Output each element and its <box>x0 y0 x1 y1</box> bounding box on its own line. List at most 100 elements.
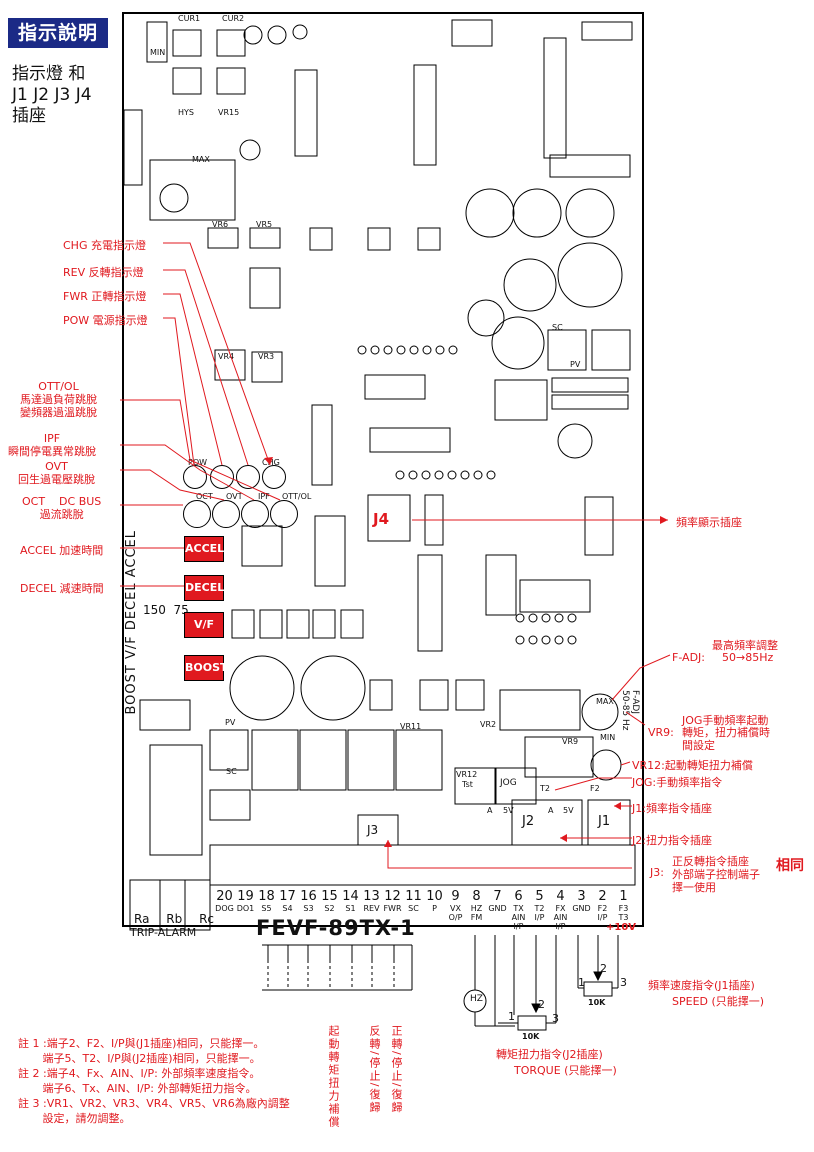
callout-ott: OTT/OL 馬達過負荷跳脫 變頻器過溫跳脫 <box>20 380 97 419</box>
terminal-number: 2 <box>598 889 607 904</box>
label-t2: T2 <box>540 784 550 793</box>
torque-pin-1: 1 <box>508 1010 515 1023</box>
terminal-signal: S3 <box>303 904 314 913</box>
callout-fadj-range: 50→85Hz <box>722 651 774 664</box>
terminal-signal: REV <box>363 904 380 913</box>
terminal-signal: S2 <box>324 904 335 913</box>
terminal-number: 15 <box>321 889 338 904</box>
label-5v-2: 5V <box>563 806 574 815</box>
terminal-signal: GND <box>488 904 507 913</box>
page-subtitle: 指示燈 和 J1 J2 J3 J4 插座 <box>12 64 92 126</box>
label-jog: JOG <box>500 778 517 788</box>
hz-meter: HZ <box>470 994 483 1004</box>
terminal-number: 5 <box>535 889 544 904</box>
terminal-signal: FWR <box>383 904 402 913</box>
speed-pin-1: 1 <box>578 976 585 989</box>
terminal-number: 3 <box>577 889 586 904</box>
terminal-signal: FX AIN I/P <box>553 904 568 931</box>
term-ra: Ra <box>134 912 150 926</box>
label-j4: J4 <box>373 510 390 528</box>
terminal-signal: P <box>432 904 437 913</box>
term-rb: Rb <box>166 912 183 926</box>
led-ipf <box>241 500 269 528</box>
callout-vr9-desc: 轉矩，扭力補償時 間設定 <box>682 726 770 752</box>
footnote-1b: 端子5、T2、I/P與(J2插座)相同，只能擇一。 <box>18 1052 261 1065</box>
label-fadj-vertical: F-ADJ 50-85 Hz <box>620 690 640 731</box>
callout-fadj: F-ADJ: <box>672 651 705 664</box>
terminal-signal: T2 I/P <box>534 904 545 922</box>
trip-alarm-terms: Ra Rb Rc <box>134 912 214 926</box>
accel-trimmer[interactable]: ACCEL <box>184 536 224 562</box>
label-sc: SC <box>552 323 563 332</box>
label-j2: J2 <box>522 814 535 829</box>
label-hys: HYS <box>178 108 194 117</box>
led-ovt <box>212 500 240 528</box>
label-vr9: VR9 <box>562 737 579 746</box>
label-5v: 5V <box>503 806 514 815</box>
label-cur2: CUR2 <box>222 14 245 23</box>
label-pv: PV <box>570 360 581 369</box>
callout-ovt: OVT 回生過電壓跳脫 <box>18 460 95 486</box>
led-chg <box>262 465 286 489</box>
led-ovt-label: OVT <box>226 492 243 501</box>
decel-trimmer[interactable]: DECEL <box>184 575 224 601</box>
terminal-number: 16 <box>300 889 317 904</box>
terminal-signal: TX AIN I/P <box>511 904 526 931</box>
label-vr11: VR11 <box>400 722 422 731</box>
label-fadj-min: MIN <box>600 733 616 742</box>
label-vr4: VR4 <box>218 352 235 361</box>
callout-vr12: VR12:起動轉矩扭力補償 <box>632 759 753 772</box>
torque-pot-value: 10K <box>522 1032 540 1041</box>
terminal-number: 9 <box>451 889 460 904</box>
label-f2: F2 <box>590 784 600 793</box>
model-number: FEVF-89TX-1 <box>256 916 416 940</box>
torque-pin-2: 2 <box>538 998 545 1011</box>
terminal-signal: SC <box>408 904 419 913</box>
speed-pin-3: 3 <box>620 976 627 989</box>
terminal-signal: DO1 <box>236 904 255 913</box>
label-a: A <box>487 806 493 815</box>
vf-trimmer[interactable]: V/F <box>184 612 224 638</box>
callout-j3-prefix: J3: <box>650 866 664 879</box>
speed-pot-value: 10K <box>588 998 606 1007</box>
label-vr12: VR12 <box>456 770 478 779</box>
speed-pin-2: 2 <box>600 962 607 975</box>
callout-vr9-title: JOG手動頻率起動 <box>682 714 769 727</box>
terminal-number: 8 <box>472 889 481 904</box>
terminal-signal: S1 <box>345 904 356 913</box>
callout-j4: 頻率顯示插座 <box>676 516 742 529</box>
label-vr3: VR3 <box>258 352 275 361</box>
label-fadj-max: MAX <box>596 697 614 706</box>
footnote-1a: 註 1 :端子2、F2、I/P與(J1插座)相同，只能擇一。 <box>18 1037 265 1050</box>
trip-alarm-label: TRIP-ALARM <box>130 926 197 939</box>
callout-ipf: IPF 瞬間停電異常跳脫 <box>8 432 96 458</box>
footnotes: 註 1 :端子2、F2、I/P與(J1插座)相同，只能擇一。 端子5、T2、I/… <box>18 1036 290 1126</box>
terminal-number: 11 <box>405 889 422 904</box>
torque-title: 轉矩扭力指令(J2插座) <box>496 1048 603 1061</box>
boost-trimmer[interactable]: BOOST <box>184 655 228 681</box>
callout-accel: ACCEL 加速時間 <box>20 544 104 557</box>
